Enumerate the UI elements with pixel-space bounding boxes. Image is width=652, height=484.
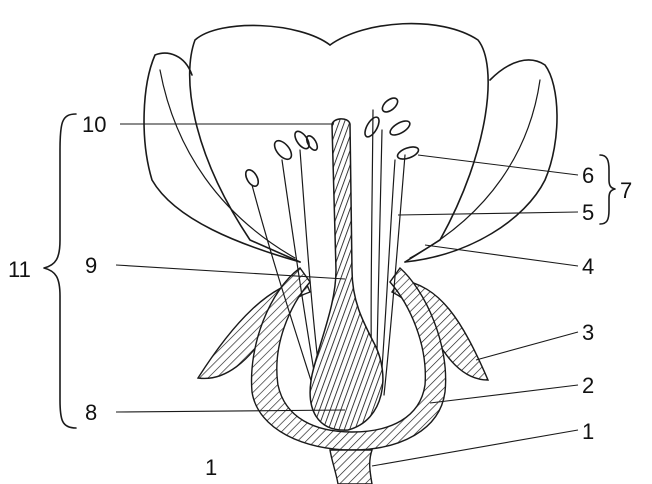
label-9: 9 — [85, 253, 97, 278]
pedicel — [330, 450, 372, 484]
label-4: 4 — [582, 254, 594, 279]
label-7: 7 — [620, 178, 632, 203]
label-11: 11 — [8, 257, 31, 282]
label-8: 8 — [85, 400, 97, 425]
label-10: 10 — [82, 112, 106, 137]
label-2: 2 — [582, 373, 594, 398]
figure-number: 1 — [205, 455, 217, 480]
label-5: 5 — [582, 200, 594, 225]
label-6: 6 — [582, 163, 594, 188]
label-3: 3 — [582, 320, 594, 345]
label-1: 1 — [582, 419, 594, 444]
